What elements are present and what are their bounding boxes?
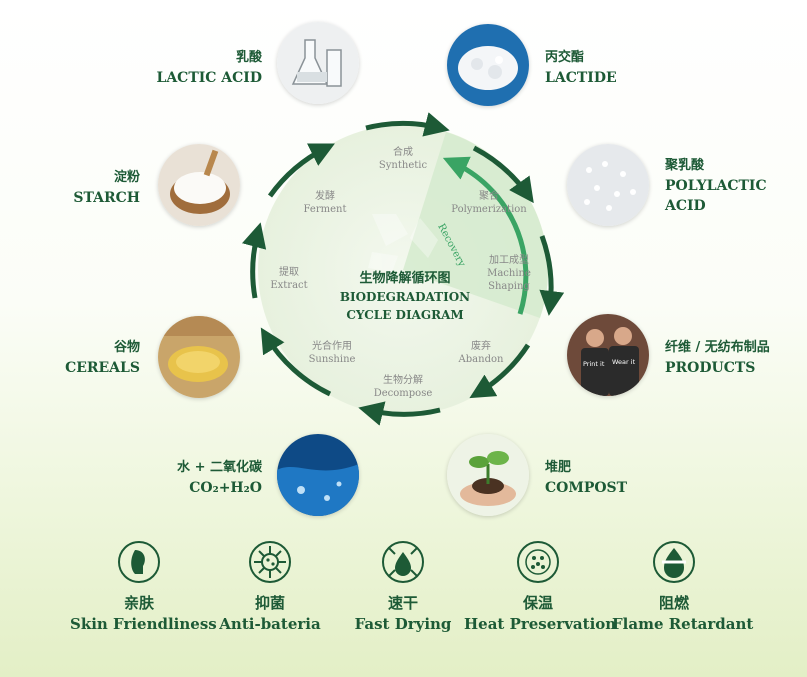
polylactic-acid-image	[567, 144, 649, 226]
step-synthetic: 合成 Synthetic	[348, 146, 458, 172]
label-polylactic-en-1: POLYLACTIC	[665, 178, 767, 194]
label-compost: 堆肥 COMPOST	[545, 458, 627, 498]
label-co2-zh: 水 + 二氧化碳	[177, 460, 262, 475]
feature-flame-retardant-en: Flame Retardant	[612, 615, 754, 633]
step-decompose: 生物分解 Decompose	[348, 374, 458, 400]
skin-friendliness-icon	[117, 540, 161, 584]
step-sunshine-zh: 光合作用	[312, 341, 352, 352]
feature-heat-preservation-en: Heat Preservation	[464, 615, 617, 633]
arrow-sunshine	[260, 327, 332, 397]
arrow-abandon	[469, 343, 531, 399]
step-machine-en-1: Machine	[487, 268, 531, 279]
fast-drying-icon	[381, 540, 425, 584]
step-abandon: 废弃 Abandon	[426, 340, 536, 366]
starch-image	[158, 144, 240, 226]
water-co2-image	[277, 434, 359, 516]
step-sunshine: 光合作用 Sunshine	[277, 340, 387, 366]
tshirt-text-2: Wear it	[612, 358, 636, 366]
compost-image	[447, 434, 529, 516]
label-products-zh: 纤维 / 无纺布制品	[665, 340, 770, 355]
step-ferment-en: Ferment	[303, 204, 347, 215]
label-starch: 淀粉 STARCH	[40, 168, 140, 208]
feature-skin-en: Skin Friendliness	[70, 615, 217, 633]
step-sunshine-en: Sunshine	[308, 354, 356, 365]
label-co2-en: CO₂+H₂O	[189, 480, 262, 496]
feature-flame-retardant-zh: 阻燃	[658, 594, 689, 612]
heat-preservation-icon	[516, 540, 560, 584]
label-compost-en: COMPOST	[545, 480, 628, 496]
center-title: 生物降解循环图 BIODEGRADATION CYCLE DIAGRAM	[315, 270, 495, 324]
step-machine: 加工成型 Machine Shaping	[454, 254, 564, 293]
step-abandon-zh: 废弃	[471, 341, 491, 352]
label-products-en: PRODUCTS	[665, 360, 756, 376]
step-synthetic-en: Synthetic	[378, 160, 428, 171]
feature-skin-zh: 亲肤	[123, 594, 154, 612]
step-decompose-en: Decompose	[373, 388, 433, 399]
anti-bacteria-icon	[248, 540, 292, 584]
arrow-recovery	[442, 156, 529, 315]
step-extract-zh: 提取	[279, 267, 299, 278]
center-title-zh: 生物降解循环图	[359, 271, 451, 286]
feature-skin-friendliness: 亲肤 Skin Friendliness	[70, 540, 217, 633]
lactic-acid-image	[277, 22, 359, 104]
feature-flame-retardant: 阻燃 Flame Retardant	[612, 540, 754, 633]
products-image: Print it Wear it	[567, 314, 649, 396]
feature-fast-drying-en: Fast Drying	[354, 615, 452, 633]
feature-fast-drying: 速干 Fast Drying	[354, 540, 452, 633]
arrow-synthetic	[365, 112, 450, 137]
center-title-en-2: CYCLE DIAGRAM	[346, 308, 464, 322]
feature-heat-preservation-zh: 保温	[522, 594, 553, 612]
step-extract-en: Extract	[270, 280, 308, 291]
step-ferment: 发酵 Ferment	[270, 190, 380, 216]
label-cereals-en: CEREALS	[65, 360, 140, 376]
label-polylactic-zh: 聚乳酸	[665, 158, 705, 173]
label-lactide-zh: 丙交酯	[545, 50, 585, 65]
step-machine-en-2: Shaping	[488, 281, 530, 292]
step-polymerization: 聚合 Polymerization	[434, 190, 544, 216]
label-lactide-en: LACTIDE	[545, 70, 617, 86]
label-water-co2: 水 + 二氧化碳 CO₂+H₂O	[150, 458, 262, 498]
label-polylactic-acid: 聚乳酸 POLYLACTIC ACID	[665, 156, 767, 216]
step-machine-zh: 加工成型	[489, 255, 529, 266]
tshirt-text-1: Print it	[583, 360, 605, 368]
arrow-extract	[242, 222, 267, 299]
arrow-decompose	[358, 401, 441, 426]
label-lactide: 丙交酯 LACTIDE	[545, 48, 617, 88]
feature-anti-bacteria-zh: 抑菌	[254, 594, 285, 612]
label-lactic-acid-en: LACTIC ACID	[156, 70, 262, 86]
arrow-machine	[539, 235, 565, 316]
step-synthetic-zh: 合成	[393, 147, 413, 158]
cereals-image	[158, 316, 240, 398]
step-ferment-zh: 发酵	[315, 191, 335, 202]
label-lactic-acid-zh: 乳酸	[235, 50, 262, 65]
feature-anti-bacteria: 抑菌 Anti-bateria	[218, 540, 322, 633]
feature-heat-preservation: 保温 Heat Preservation	[464, 540, 617, 633]
label-compost-zh: 堆肥	[545, 460, 572, 475]
feature-fast-drying-zh: 速干	[387, 594, 418, 612]
flame-retardant-icon	[652, 540, 696, 584]
recycle-watermark	[368, 214, 438, 272]
label-cereals-zh: 谷物	[113, 340, 140, 355]
label-cereals: 谷物 CEREALS	[40, 338, 140, 378]
label-products: 纤维 / 无纺布制品 PRODUCTS	[665, 338, 770, 378]
feature-anti-bacteria-en: Anti-bateria	[219, 615, 321, 633]
step-polymerization-zh: 聚合	[479, 191, 499, 202]
arrow-ferment	[267, 143, 335, 198]
label-starch-zh: 淀粉	[113, 170, 140, 185]
label-polylactic-en-2: ACID	[665, 198, 706, 214]
step-polymerization-en: Polymerization	[451, 204, 527, 215]
step-extract: 提取 Extract	[234, 266, 344, 292]
center-title-en-1: BIODEGRADATION	[339, 290, 471, 304]
label-starch-en: STARCH	[73, 190, 140, 206]
arrow-polymerization	[472, 145, 534, 204]
label-lactic-acid: 乳酸 LACTIC ACID	[150, 48, 262, 88]
step-abandon-en: Abandon	[458, 354, 504, 365]
step-decompose-zh: 生物分解	[383, 375, 423, 386]
lactide-image	[447, 24, 529, 106]
